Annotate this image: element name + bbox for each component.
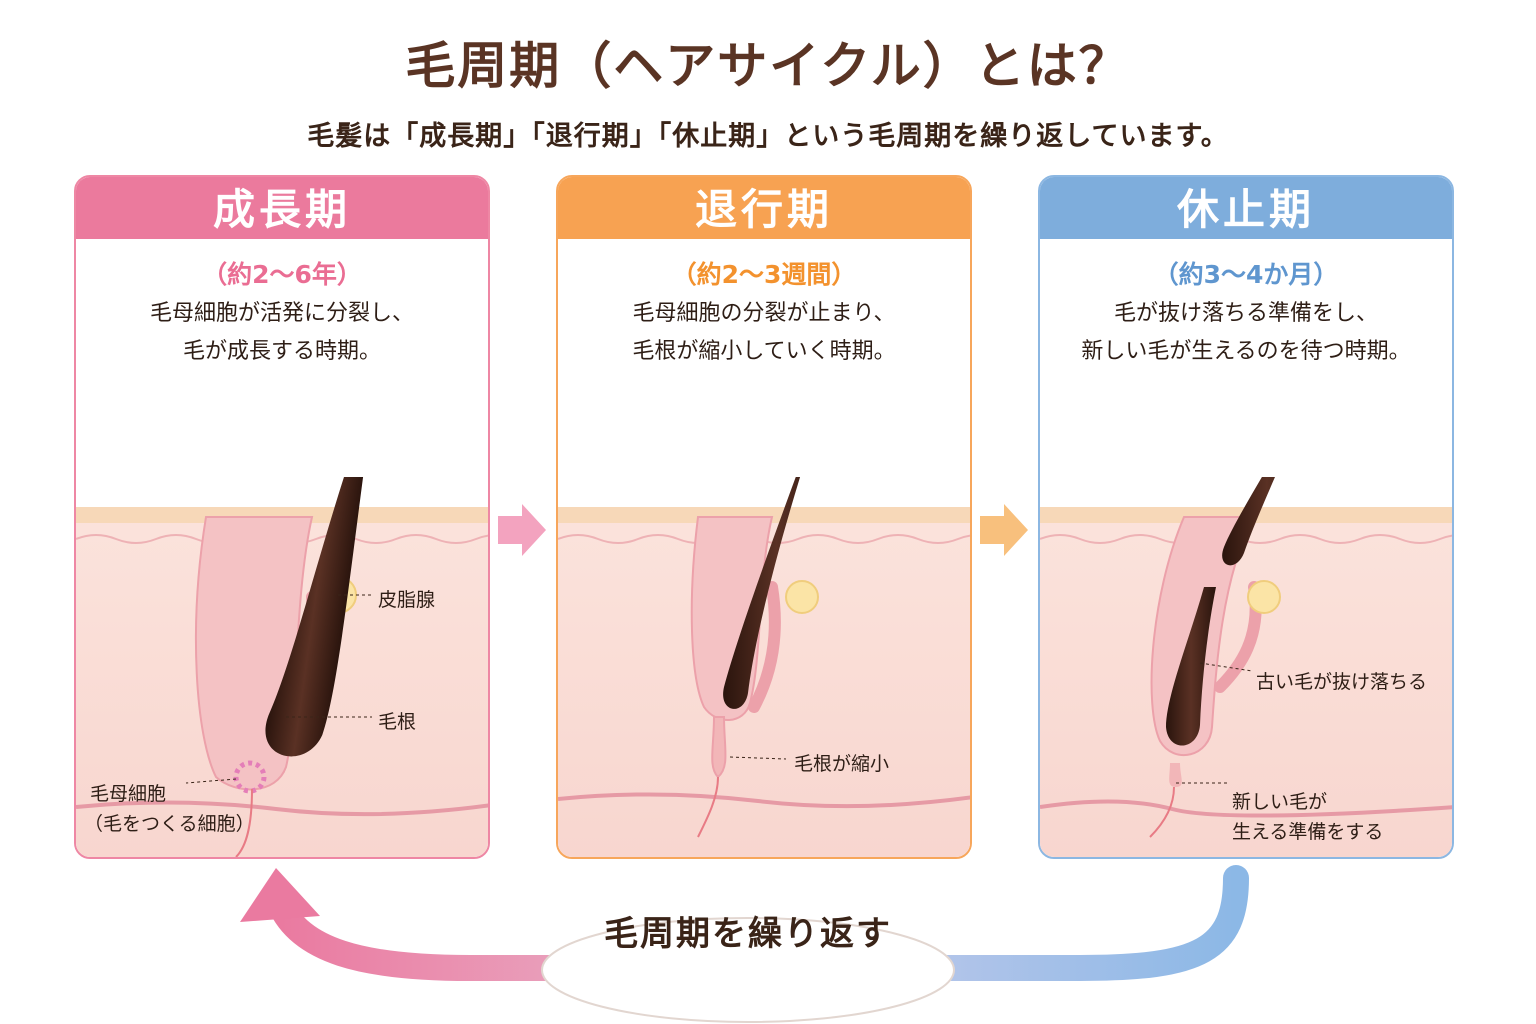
catagen-illustration (558, 477, 970, 857)
sebaceous-gland (1247, 580, 1281, 614)
label-new-hair-1: 新しい毛が (1232, 791, 1328, 813)
desc-line-2: 新しい毛が生えるのを待つ時期。 (1081, 339, 1411, 364)
panel-anagen: 成長期 （約2〜6年） 毛母細胞が活発に分裂し、 毛が成長する時期。 皮脂腺 毛… (74, 175, 490, 859)
cycle-arrow-icon (240, 865, 1249, 1023)
old-hair (1166, 587, 1216, 746)
leader-old-hair (1199, 662, 1253, 672)
arrector-muscle (748, 581, 781, 713)
desc-line-1: 毛母細胞が活発に分裂し、 (149, 301, 414, 326)
label-sebaceous: 皮脂腺 (378, 589, 436, 611)
panel-telogen-title: 休止期 (1040, 177, 1452, 239)
desc-line-2: 毛が成長する時期。 (182, 339, 381, 364)
panel-anagen-title: 成長期 (76, 177, 488, 239)
hair-matrix (233, 760, 267, 794)
desc-line-2: 毛根が縮小していく時期。 (632, 339, 896, 364)
telogen-illustration (1040, 477, 1452, 857)
shrinking-root (711, 716, 727, 779)
panel-catagen-title: 退行期 (558, 177, 970, 239)
hair-shaft (723, 477, 801, 709)
panel-anagen-duration: （約2〜6年） (202, 260, 362, 289)
epidermis-line (1040, 534, 1452, 544)
hair-shaft (265, 477, 376, 757)
label-root-shrinks: 毛根が縮小 (794, 753, 890, 775)
blood-vessel (1149, 786, 1175, 838)
panel-catagen-duration: （約2〜3週間） (671, 260, 857, 289)
panel-catagen-description: 毛母細胞の分裂が止まり、 毛根が縮小していく時期。 (558, 295, 970, 371)
dermis-line (558, 792, 970, 809)
label-old-hair: 古い毛が抜け落ちる (1256, 671, 1428, 693)
page-title: 毛周期（ヘアサイクル）とは？ (405, 37, 1131, 95)
desc-line-1: 毛が抜け落ちる準備をし、 (1113, 301, 1378, 326)
label-new-hair-2: 生える準備をする (1232, 821, 1384, 843)
arrow-right-icon (980, 504, 1028, 556)
cycle-cloud (541, 917, 955, 1023)
label-matrix-1: 毛母細胞 (90, 783, 167, 805)
blood-vessel (697, 776, 719, 838)
dermis-line (1040, 799, 1452, 818)
cycle-label: 毛周期を繰り返す (604, 914, 892, 954)
new-hair-bud (1169, 763, 1182, 787)
skin-layer (1040, 507, 1452, 857)
panel-telogen-description: 毛が抜け落ちる準備をし、 新しい毛が生えるのを待つ時期。 (1040, 295, 1452, 371)
page-subtitle: 毛髪は「成長期」「退行期」「休止期」という毛周期を繰り返しています。 (307, 121, 1229, 152)
sebaceous-gland (785, 580, 819, 614)
falling-hair (1222, 477, 1275, 566)
panel-telogen: 休止期 （約3〜4か月） 毛が抜け落ちる準備をし、 新しい毛が生えるのを待つ時期… (1038, 175, 1454, 859)
panel-catagen: 退行期 （約2〜3週間） 毛母細胞の分裂が止まり、 毛根が縮小していく時期。 毛… (556, 175, 972, 859)
anagen-illustration (76, 477, 488, 857)
label-matrix-2: （毛をつくる細胞） (84, 813, 255, 835)
skin-surface (558, 507, 970, 523)
desc-line-1: 毛母細胞の分裂が止まり、 (632, 301, 896, 326)
panel-anagen-description: 毛母細胞が活発に分裂し、 毛が成長する時期。 (76, 295, 488, 371)
dermis-line (76, 800, 488, 817)
label-root: 毛根 (378, 711, 417, 733)
blood-vessel (235, 788, 253, 857)
arrow-right-icon (498, 504, 546, 556)
leader-matrix (185, 778, 237, 784)
skin-surface (76, 507, 488, 523)
panel-telogen-duration: （約3〜4か月） (1153, 260, 1339, 289)
